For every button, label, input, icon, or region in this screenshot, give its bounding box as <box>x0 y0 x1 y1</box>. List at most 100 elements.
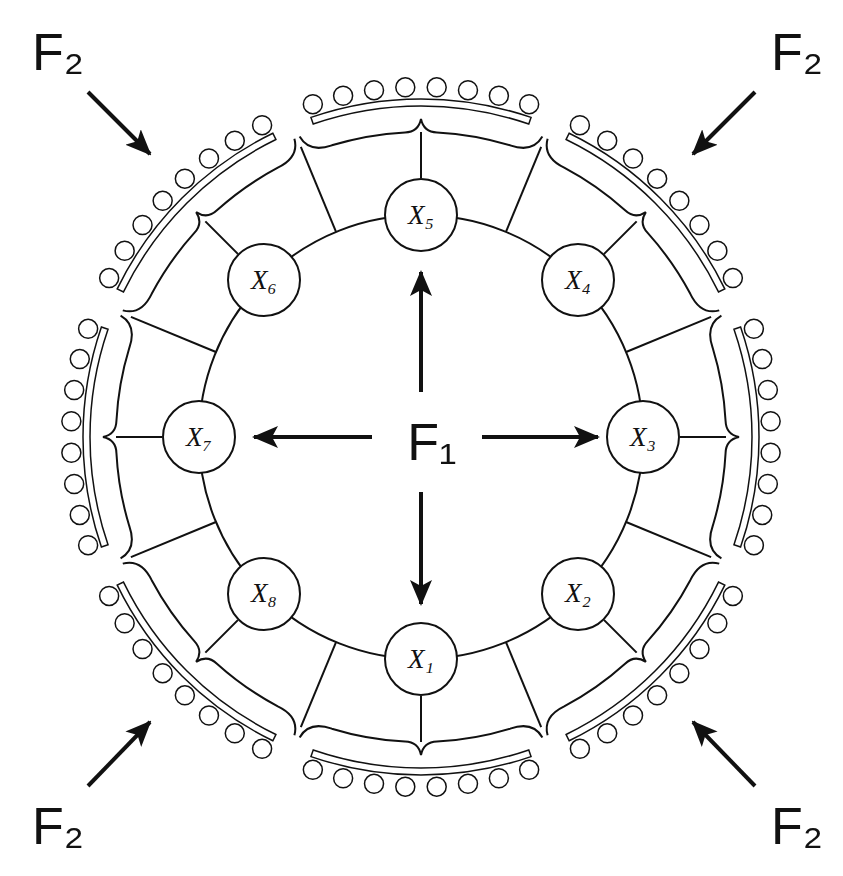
bead <box>458 81 477 100</box>
node-label: X₁ <box>408 646 434 673</box>
bead <box>489 769 508 788</box>
node-label: X₂ <box>565 580 591 607</box>
bead <box>334 86 353 105</box>
node-circle: X₅ <box>384 178 458 252</box>
force-arrow <box>419 272 423 392</box>
bead <box>365 81 384 100</box>
bead <box>520 95 539 114</box>
bead <box>100 586 119 605</box>
force-arrow <box>88 92 150 154</box>
bead <box>303 95 322 114</box>
bead <box>708 614 727 633</box>
bead <box>199 706 218 725</box>
force-arrow <box>254 435 372 439</box>
cell-wall <box>506 147 541 232</box>
bead <box>62 412 81 431</box>
bead <box>175 686 194 705</box>
bead <box>624 149 643 168</box>
outer-wall <box>547 563 720 736</box>
bead <box>758 381 777 400</box>
radial-wall <box>420 696 422 742</box>
node-label: X₄ <box>565 267 591 294</box>
bead <box>753 350 772 369</box>
bead <box>427 78 446 97</box>
bead <box>175 169 194 188</box>
cell-wall <box>506 642 541 727</box>
bead <box>133 215 152 234</box>
bead <box>690 640 709 659</box>
bead <box>427 777 446 796</box>
bead <box>115 614 134 633</box>
bead <box>100 269 119 288</box>
bead <box>458 774 477 793</box>
outer-wall <box>123 139 296 312</box>
bead <box>670 191 689 210</box>
bead <box>153 664 172 683</box>
node-label: X₇ <box>186 424 212 451</box>
bead <box>133 640 152 659</box>
radial-wall <box>205 620 238 653</box>
bead <box>648 169 667 188</box>
bead <box>598 724 617 743</box>
node-circle: X₄ <box>541 243 615 317</box>
force-arrow <box>482 435 598 439</box>
node-circle: X₆ <box>227 243 301 317</box>
force-label: F₂ <box>32 800 84 852</box>
cell-wall <box>131 317 216 352</box>
bead <box>70 505 89 524</box>
inner-ring <box>199 215 643 659</box>
node-circle: X₂ <box>541 557 615 631</box>
bead <box>570 116 589 135</box>
bead <box>253 116 272 135</box>
cell-wall <box>131 522 216 557</box>
bead <box>761 443 780 462</box>
bead <box>253 739 272 758</box>
node-label: X₃ <box>630 424 656 451</box>
bead <box>365 774 384 793</box>
bead <box>115 241 134 260</box>
bead <box>723 586 742 605</box>
radial-wall <box>205 221 238 254</box>
bead <box>648 686 667 705</box>
bead <box>396 78 415 97</box>
bead <box>489 86 508 105</box>
cell-walls <box>103 119 739 755</box>
radial-wall <box>116 436 162 438</box>
force-label: F₁ <box>407 416 456 468</box>
bead <box>70 350 89 369</box>
force-arrow <box>693 92 755 154</box>
node-label: X₅ <box>408 202 434 229</box>
bead <box>396 777 415 796</box>
bead <box>303 760 322 779</box>
radial-wall <box>604 620 637 653</box>
bead <box>65 474 84 493</box>
radial-wall <box>680 436 726 438</box>
node-label: X₆ <box>251 267 277 294</box>
force-arrow <box>419 492 423 604</box>
node-label: X₈ <box>251 580 277 607</box>
bead <box>334 769 353 788</box>
bead <box>723 269 742 288</box>
node-circle: X₈ <box>227 557 301 631</box>
node-circle: X₃ <box>606 400 680 474</box>
bead <box>62 443 81 462</box>
bead <box>670 664 689 683</box>
bead <box>225 131 244 150</box>
node-circle: X₇ <box>162 400 236 474</box>
bead <box>598 131 617 150</box>
bead <box>153 191 172 210</box>
force-arrow <box>693 722 755 786</box>
force-label: F₂ <box>771 800 823 852</box>
bead <box>708 241 727 260</box>
bead <box>761 412 780 431</box>
force-arrow <box>88 722 150 786</box>
node-circle: X₁ <box>384 622 458 696</box>
bead <box>520 760 539 779</box>
cell-wall <box>301 147 336 232</box>
bead <box>744 536 763 555</box>
cell-wall <box>301 642 336 727</box>
bead <box>758 474 777 493</box>
cell-wall <box>626 522 711 557</box>
bead <box>744 319 763 338</box>
bead-chains <box>62 78 780 796</box>
